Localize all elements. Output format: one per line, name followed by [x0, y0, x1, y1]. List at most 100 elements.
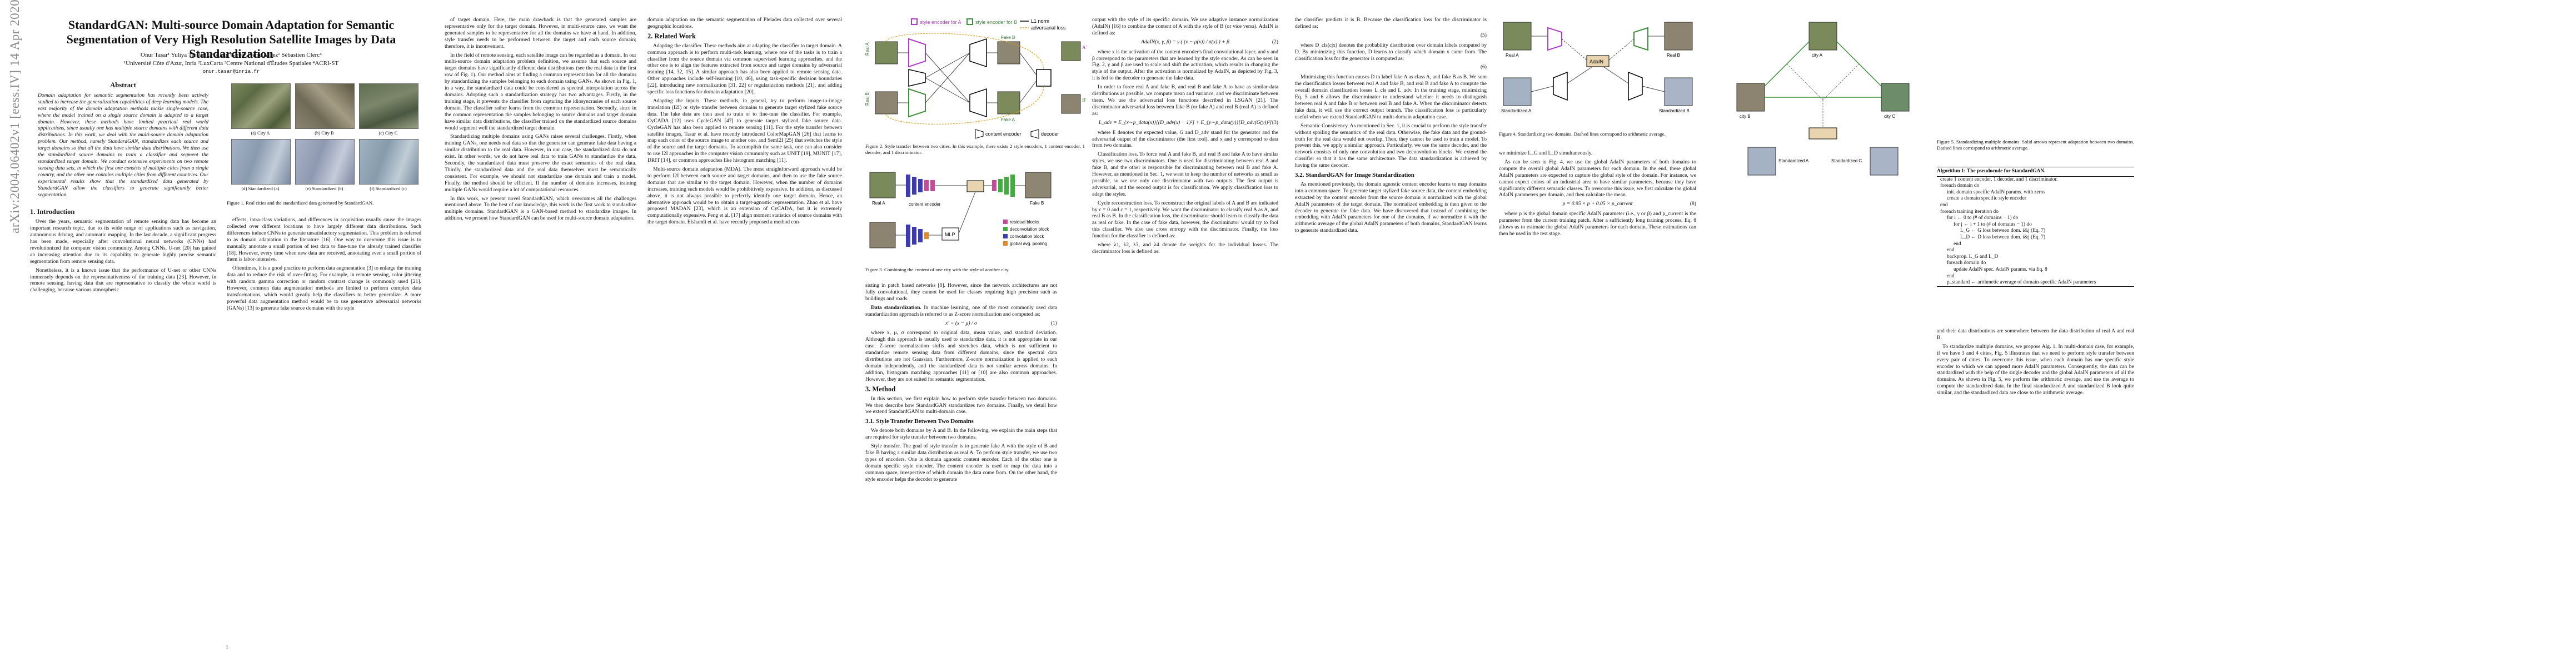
fig4-standardized-b-label: Standardized B — [1659, 108, 1690, 113]
legend-style-encoder-b-label: style encoder for B — [975, 19, 1017, 25]
fig1-standardized-b-image — [295, 139, 355, 185]
col5-paragraph-2: where x, μ, σ correspond to original dat… — [865, 330, 1057, 382]
fig4-adain-label: AdaIN — [1590, 59, 1603, 64]
fig3-adain-box — [966, 180, 984, 192]
algorithm-line: L_D ← D loss between dom. i&j (Eq. 7) — [1960, 234, 2046, 240]
fig5-city-c-image — [1881, 83, 1910, 112]
algorithm-line: create 1 content encoder, 1 decoder, and… — [1940, 176, 2058, 182]
col5-paragraph-0: sisting in patch based networks [8]. How… — [865, 282, 1057, 302]
equation-1-number: (1) — [1050, 320, 1057, 326]
equation-1: x' = (x − μ) / σ(1) — [865, 320, 1057, 327]
figure-3-caption: Figure 3. Combining the content of one c… — [865, 267, 1010, 272]
column-1: Abstract Domain adaptation for semantic … — [30, 82, 216, 296]
legend-style-encoder-b-swatch — [966, 18, 973, 25]
algorithm-1-title: Algorithm 1: The pseudocode for Standard… — [1937, 167, 2134, 177]
equation-4-number: (5) — [1480, 32, 1487, 38]
related-work-heading: 2. Related Work — [647, 32, 696, 40]
paper-title: StandardGAN: Multi-source Domain Adaptat… — [66, 18, 396, 61]
legend-adv-label: adversarial loss — [1031, 25, 1066, 31]
fig3-real-b-image — [869, 222, 896, 248]
abstract-heading: Abstract — [110, 81, 136, 89]
fig4-real-a-label: Real A — [1506, 53, 1519, 58]
fig2-legend-content-encoder-label: content encoder — [985, 131, 1022, 137]
equation-2-number: (2) — [1272, 38, 1278, 45]
fig3-content-encoder-stack — [906, 175, 935, 197]
col2-paragraph-2: Oftentimes, it is a good practice to per… — [227, 265, 421, 311]
fig4-style-encoder-a — [1547, 27, 1562, 51]
paper-email: onur.tasar@inria.fr — [202, 69, 260, 74]
column-8: we minimize L_G and L_D simultaneously. … — [1499, 150, 1696, 240]
algorithm-line: init. domain specific AdaIN params. with… — [1947, 189, 2046, 195]
fig3-content-encoder-label: content encoder — [909, 202, 941, 207]
fig4-connections — [1531, 36, 1665, 92]
intro-heading: 1. Introduction — [30, 208, 75, 216]
fig2-decoder-bottom — [969, 88, 987, 118]
figure-3: Real A content encoder MLP — [864, 167, 1087, 264]
method-heading: 3. Method — [865, 385, 896, 393]
algorithm-line: foreach training iteration do — [1940, 208, 1999, 215]
col9-paragraph-1: To standardize multiple domains, we prop… — [1937, 343, 2134, 396]
algorithm-line: for j ← i + 1 to (# of domains − 1) do — [1954, 221, 2032, 227]
fig2-real-b-image — [875, 91, 898, 115]
col5-data-standardization-heading: Data standardization. — [871, 304, 921, 311]
fig2-style-encoder-b — [908, 88, 926, 118]
col5-paragraph-5: Style transfer. The goal of style transf… — [865, 443, 1057, 482]
col7-paragraph-2: Minimizing this function causes D to lab… — [1295, 74, 1487, 120]
fig1-subcaption-f: (f) Standardized (c) — [370, 186, 407, 191]
paper-affiliations: ¹Université Côte d'Azur, Inria ²LuxCarta… — [123, 60, 339, 67]
fig5-city-a-label: city A — [1812, 53, 1823, 58]
algorithm-line: L_G ← G loss between dom. i&j (Eq. 7) — [1960, 228, 2046, 234]
column-3: of target domain. Here, the main drawbac… — [445, 17, 636, 224]
fig2-real-b-label: Real B — [865, 92, 870, 106]
fig4-standardized-a-label: Standardized A — [1501, 108, 1532, 113]
figure-1-caption: Figure 1. Real cities and the standardiz… — [227, 200, 374, 206]
figure-5: city A city B city C Standardized A Stan… — [1726, 17, 1931, 183]
col6-paragraph-5: Cycle reconstruction loss. To reconstruc… — [1092, 200, 1278, 240]
equation-3-body: L_adv = E_{x∼p_data(x)}[(D_adv(x) − 1)²]… — [1098, 119, 1272, 126]
figure-1: (a) City A (b) City B (c) City C (d) Sta… — [226, 83, 426, 191]
page-5: city A city B city C Standardized A Stan… — [1720, 0, 2142, 667]
fig3-decoder-stack — [992, 175, 1015, 197]
algorithm-1: Algorithm 1: The pseudocode for Standard… — [1937, 167, 2134, 287]
algorithm-line: end — [1947, 273, 1955, 279]
fig4-standardized-b-image — [1664, 77, 1693, 106]
fig2-legend-content-encoder-icon — [975, 129, 984, 139]
fig1-subcaption-b: (b) City B — [315, 130, 334, 136]
fig2-content-encoder — [908, 69, 926, 87]
fig2-connections — [898, 52, 1037, 103]
equation-5-number: (6) — [1480, 64, 1487, 71]
column-2: effects, intra-class variations, and dif… — [227, 217, 421, 314]
fig3-mlp-box — [941, 227, 959, 241]
fig5-standardized-a-label: Standardized A — [1778, 158, 1809, 163]
page-2: of target domain. Here, the main drawbac… — [439, 0, 850, 667]
fig3-legend-residual: residual blocks — [1010, 220, 1039, 225]
column-6: output with the style of its specific do… — [1092, 17, 1278, 257]
col7-paragraph-0: the classifier predicts it is B. Because… — [1295, 17, 1487, 29]
algorithm-line: end — [1947, 247, 1955, 253]
fig2-fake-b-label: Fake B — [1001, 35, 1015, 40]
intro-paragraph-2: Nonetheless, it is a known issue that th… — [30, 267, 216, 293]
legend-style-encoder-a-swatch — [911, 18, 918, 25]
fig3-style-encoder-stack — [906, 225, 929, 247]
algorithm-line: backprop. L_G and L_D — [1947, 253, 1999, 260]
fig5-standardized-c-image — [1870, 147, 1899, 176]
fig2-style-encoder-a — [908, 38, 926, 68]
col4-paragraph-1: Adapting the classifier. These methods a… — [647, 42, 842, 96]
fig4-decoder-right — [1628, 71, 1643, 101]
fig2-reconstructed-b-image — [1061, 94, 1081, 114]
col7-paragraph-1: where D_cls(c|x) denotes the probability… — [1295, 42, 1487, 62]
col5-paragraph-1: In machine learning, one of the most com… — [865, 304, 1057, 317]
algorithm-line: create a domain specific style encoder — [1947, 196, 2026, 202]
col3-paragraph-2: Standardizing multiple domains using GAN… — [445, 133, 636, 193]
col7-paragraph-3: Semantic Consistency. As mentioned in Se… — [1295, 122, 1487, 169]
fig4-decoder-left — [1553, 71, 1568, 101]
fig5-adain-box — [1808, 127, 1837, 140]
fig2-fake-b-image — [997, 41, 1020, 64]
fig3-real-a-image — [869, 172, 896, 198]
col3-paragraph-0: of target domain. Here, the main drawbac… — [445, 17, 636, 49]
figure-2-diagram: style encoder for A style encoder for B … — [865, 18, 1087, 139]
algorithm-line: p_standard ← arithmetic average of domai… — [1947, 280, 2096, 286]
fig3-legend: residual blocks deconvolution block conv… — [1003, 220, 1049, 246]
equation-4: (5) — [1295, 32, 1487, 39]
fig1-city-c-image — [359, 83, 418, 129]
